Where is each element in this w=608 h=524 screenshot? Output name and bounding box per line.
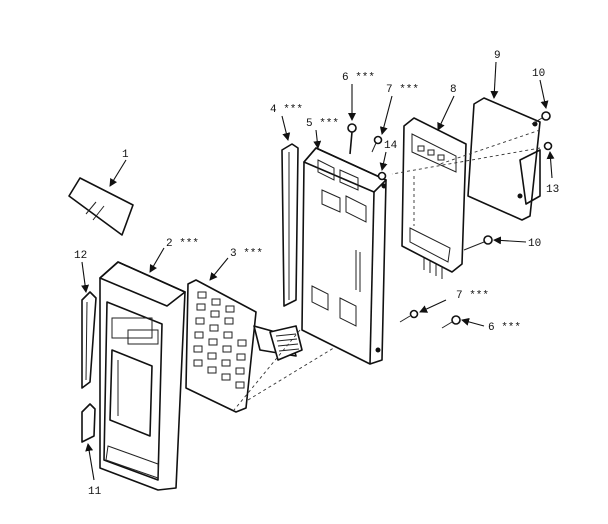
callout-6-bottom: 6 ***	[488, 322, 521, 334]
leader-lines	[81, 61, 555, 481]
control-bracket-part	[233, 147, 387, 411]
callout-7-bottom: 7 ***	[456, 290, 489, 302]
screw-6-bottom	[441, 315, 461, 329]
lower-trim-part	[81, 403, 96, 443]
callout-14: 14	[384, 140, 398, 152]
callout-13: 13	[546, 184, 559, 196]
keypad-part	[185, 279, 361, 413]
side-strip-part	[81, 291, 97, 389]
screw-10-top	[531, 111, 551, 125]
circuit-board-part	[401, 117, 467, 279]
callout-12: 12	[74, 250, 87, 262]
screw-13	[543, 141, 553, 151]
screw-10-mid	[463, 235, 493, 251]
callout-10-mid: 10	[528, 238, 541, 250]
callout-2: 2 ***	[166, 238, 199, 250]
callout-6-top: 6 ***	[342, 72, 375, 84]
callout-3: 3 ***	[230, 248, 263, 260]
callout-1: 1	[122, 149, 129, 161]
screw-7-top	[371, 135, 383, 153]
callout-5: 5 ***	[306, 118, 339, 130]
screw-14	[377, 171, 387, 181]
callout-7-top: 7 ***	[386, 84, 419, 96]
control-panel-frame-part	[99, 261, 186, 491]
screw-6-top	[347, 123, 357, 155]
callout-11: 11	[88, 486, 102, 498]
display-window-part	[68, 177, 134, 236]
callout-10-top: 10	[532, 68, 545, 80]
vertical-gasket-part	[281, 143, 299, 307]
callout-9: 9	[494, 50, 501, 62]
callout-4: 4 ***	[270, 104, 303, 116]
callout-8: 8	[450, 84, 457, 96]
screw-7-bottom	[399, 309, 419, 323]
